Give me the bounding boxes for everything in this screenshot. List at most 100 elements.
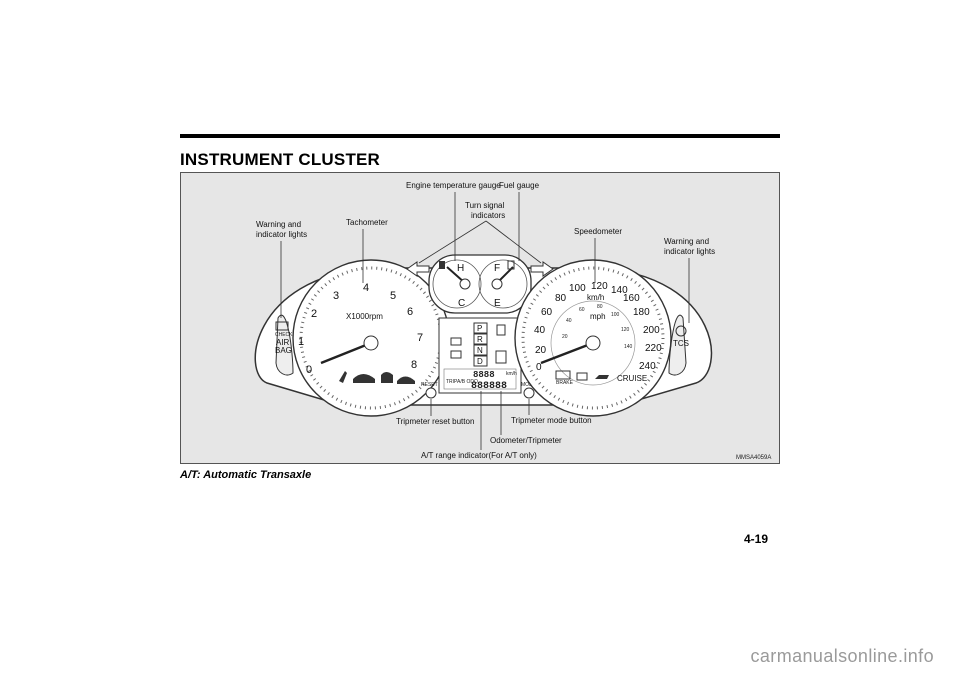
airbag-line2: BAG [275,346,292,355]
mph-tick-60: 60 [579,307,585,313]
trip-label: TRIPA/B ODO [446,379,478,385]
tach-tick-3: 3 [333,290,339,302]
tachometer: 0 1 2 3 4 5 6 7 8 X1000rpm [292,259,450,417]
airbag-line1: AIR [276,338,290,347]
figure-code: MMSA4059A [736,455,771,461]
kmh-tick-140: 140 [611,285,628,296]
kmh-tick-220: 220 [645,343,662,354]
oil-pressure-icon [595,375,609,379]
callout-fuel-gauge: Fuel gauge [499,181,540,190]
center-panel: P R N D TRIPA/B ODO 8888 888888 km/h [438,317,522,394]
door-icon [496,324,506,336]
reset-label: RESET [421,382,438,388]
kmh-tick-160: 160 [623,293,640,304]
mph-tick-120: 120 [621,327,630,333]
kmh-tick-40: 40 [534,325,546,336]
tach-tick-5: 5 [390,290,396,302]
page-number: 4-19 [744,532,769,546]
page-title: INSTRUMENT CLUSTER [180,150,381,169]
kmh-tick-200: 200 [643,325,660,336]
gear-p: P [477,324,482,333]
callout-at-range: A/T range indicator(For A/T only) [421,451,537,460]
gear-d: D [477,357,483,366]
fuel-empty-label: E [494,298,501,309]
tach-tick-0: 0 [306,364,312,376]
cruise-label: CRUISE [617,374,647,383]
callout-engine-temp: Engine temperature gauge [406,181,501,190]
fuel-full-label: F [494,263,500,274]
shift-lock-icon [495,350,507,364]
check-engine-icon [275,321,289,331]
brake-warning-icon [555,370,571,380]
callout-warning-right-1: Warning and [664,237,709,246]
tach-tick-8: 8 [411,359,417,371]
header-rule [180,134,780,138]
mph-tick-80: 80 [597,304,603,310]
odometer-digits: 888888 [471,381,507,392]
kmh-tick-100: 100 [569,283,586,294]
tach-tick-1: 1 [298,336,304,348]
kmh-unit: km/h [587,293,604,302]
kmh-tick-240: 240 [639,361,656,372]
mph-tick-40: 40 [566,318,572,324]
right-warning-lights: TCS [673,325,689,348]
kmh-tick-80: 80 [555,293,567,304]
callout-warning-left-1: Warning and [256,220,301,229]
callout-warning-right-2: indicator lights [664,247,715,256]
kmh-tick-0: 0 [536,362,542,373]
callout-odometer: Odometer/Tripmeter [490,436,562,445]
car-icon [381,372,393,383]
tripmeter-mode-button[interactable] [523,387,535,399]
speedometer: 0 20 40 60 80 100 120 140 160 180 200 22… [514,259,672,417]
mph-tick-100: 100 [611,312,620,318]
mph-tick-20: 20 [562,334,568,340]
tach-warning-icons [339,371,415,384]
mph-unit: mph [590,312,606,321]
headlight-icon [450,337,462,346]
kmh-tick-20: 20 [535,345,547,356]
callout-turn-signal-2: indicators [471,211,505,220]
tach-tick-6: 6 [407,306,413,318]
temp-hot-label: H [457,263,464,274]
mph-tick-140: 140 [624,344,633,350]
gear-n: N [477,346,483,355]
callouts: Engine temperature gauge Fuel gauge Turn… [256,181,771,461]
callout-speedometer: Speedometer [574,227,622,236]
check-label: CHECK [275,332,293,338]
right-indicator-lens [668,314,687,376]
left-warning-lights: CHECK AIR BAG [275,321,293,355]
callout-turn-signal-1: Turn signal [465,201,505,210]
tach-tick-2: 2 [311,308,317,320]
kmh-tick-180: 180 [633,307,650,318]
instrument-cluster-figure: 0 1 2 3 4 5 6 7 8 X1000rpm [180,172,780,464]
gear-r: R [477,335,483,344]
tripmeter-reset-button[interactable] [425,387,437,399]
fuel-pump-icon [507,260,515,270]
tcs-icon [675,325,687,337]
callout-tachometer: Tachometer [346,218,388,227]
figure-caption: A/T: Automatic Transaxle [180,469,312,481]
coolant-temp-icon [439,261,445,269]
mode-label: MODE [521,382,537,388]
turn-signal-right-icon [530,261,554,277]
kmh-tick-60: 60 [541,307,553,318]
watermark: carmanualsonline.info [750,646,934,666]
cluster-diagram: 0 1 2 3 4 5 6 7 8 X1000rpm [254,181,771,461]
callout-tripmeter-mode: Tripmeter mode button [511,416,592,425]
callout-tripmeter-reset: Tripmeter reset button [396,417,474,426]
km-label: km/h [506,371,517,377]
tach-tick-7: 7 [417,332,423,344]
tach-tick-4: 4 [363,282,369,294]
fog-light-icon [450,350,462,359]
tach-unit: X1000rpm [346,312,383,321]
tcs-label: TCS [673,339,689,348]
turn-signal-left-icon [406,261,430,277]
trip-digits: 8888 [473,370,495,380]
temp-cold-label: C [458,298,465,309]
seatbelt-icon [339,371,347,383]
door-ajar-icon [353,374,375,383]
callout-warning-left-2: indicator lights [256,230,307,239]
trunk-open-icon [397,376,415,384]
battery-icon [576,372,588,381]
brake-label: BRAKE [556,380,574,386]
